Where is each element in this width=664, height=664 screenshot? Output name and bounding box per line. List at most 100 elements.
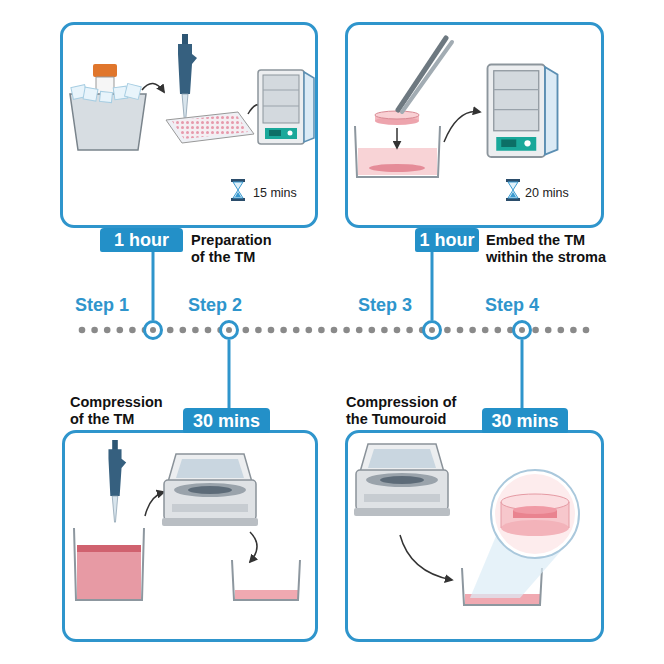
- step-heading: Compression of the Tumouroid: [346, 394, 464, 428]
- timeline-dot: [356, 327, 363, 334]
- timeline-dot: [406, 327, 413, 334]
- marker-dot: [226, 327, 232, 333]
- process-arrow-part: [145, 492, 164, 516]
- tweezers-and-bath: [355, 38, 452, 177]
- step-connector: [153, 252, 154, 320]
- connector-line: [152, 252, 155, 320]
- connector-line: [431, 252, 434, 320]
- timeline-dot: [331, 327, 338, 334]
- marker-dot: [429, 327, 435, 333]
- beaker: [74, 528, 144, 600]
- centrifuge-part: [354, 444, 450, 516]
- step-marker: Step 1: [143, 320, 163, 340]
- duration-text: 1 hour: [114, 230, 169, 250]
- timeline-dot: [570, 327, 577, 334]
- timeline-dot: [369, 327, 376, 334]
- step-heading: Compression of the TM: [70, 394, 170, 428]
- duration-text: 30 mins: [193, 411, 260, 431]
- marker-dot: [150, 327, 156, 333]
- beaker-part: [77, 545, 141, 552]
- timeline-dot: [129, 327, 136, 334]
- incubator-part: [488, 65, 558, 158]
- zoom-inset-part: [569, 502, 570, 528]
- tweezers-and-bath-part: [402, 42, 452, 112]
- timeline-dot: [268, 327, 275, 334]
- timeline-dot: [318, 327, 325, 334]
- zoom-inset-part: [491, 470, 579, 558]
- step-label: Step 4: [485, 295, 565, 315]
- well-plate: [166, 112, 254, 143]
- step-connector: [432, 252, 433, 320]
- timeline-dot: [91, 327, 98, 334]
- timeline-dot: [104, 327, 111, 334]
- timeline-dot: [469, 327, 476, 334]
- pipette-part: [178, 34, 197, 122]
- step-marker: Step 4: [512, 320, 532, 340]
- zoom-inset-part: [501, 502, 502, 528]
- tweezers-and-bath-part: [396, 128, 398, 148]
- centrifuge-part: [162, 454, 258, 526]
- timeline-dot: [394, 327, 401, 334]
- marker-dot: [519, 327, 525, 333]
- zoom-inset-part: [495, 474, 575, 554]
- duration-text: 30 mins: [491, 411, 558, 431]
- step-marker: Step 2: [219, 320, 239, 340]
- culture-dish-part: [232, 560, 300, 600]
- timeline-dot: [583, 327, 590, 334]
- timeline-dot: [243, 327, 250, 334]
- timeline-dot: [79, 327, 86, 334]
- timeline-dot: [205, 327, 212, 334]
- process-arrow-part: [444, 112, 480, 142]
- tweezers-and-bath-part: [358, 148, 437, 175]
- duration-tab: 1 hour: [100, 228, 183, 252]
- duration-label: 15 mins: [253, 186, 323, 201]
- step-heading: Preparation of the TM: [191, 232, 286, 266]
- timeline-dot: [545, 327, 552, 334]
- connector-line: [228, 340, 231, 408]
- step-label: Step 3: [358, 295, 438, 315]
- step-connector: [522, 340, 523, 408]
- ice-bucket-with-tube-part: [100, 91, 113, 102]
- process-arrow-part: [400, 535, 452, 580]
- zoom-inset: [470, 470, 579, 598]
- pipette-part: [108, 440, 126, 522]
- timeline-dot: [343, 327, 350, 334]
- step-heading: Embed the TM within the stroma: [486, 232, 616, 266]
- duration-tab: 30 mins: [482, 408, 568, 433]
- tweezers-and-bath-part: [369, 164, 425, 172]
- timeline-dot: [482, 327, 489, 334]
- step-label: Step 2: [188, 295, 268, 315]
- timeline-dot: [167, 327, 174, 334]
- timeline-dot: [495, 327, 502, 334]
- duration-text: 1 hour: [419, 230, 474, 250]
- ice-bucket-with-tube-part: [93, 64, 117, 77]
- duration-label: 20 mins: [525, 186, 595, 201]
- culture-dish-part: [235, 590, 298, 599]
- timeline-dot: [558, 327, 565, 334]
- hourglass-part: [506, 179, 520, 201]
- step-marker: Step 3: [422, 320, 442, 340]
- process-arrow-part: [142, 83, 164, 92]
- beaker-part: [77, 545, 141, 599]
- pipette: [108, 34, 197, 522]
- centrifuge: [162, 444, 450, 526]
- well-plate-part: [172, 114, 248, 139]
- timeline-dot: [255, 327, 262, 334]
- duration-tab: 1 hour: [415, 228, 479, 252]
- step-label: Step 1: [75, 295, 155, 315]
- zoom-inset-part: [501, 520, 569, 536]
- beaker-part: [74, 528, 144, 600]
- timeline-dot: [293, 327, 300, 334]
- ice-bucket-with-tube-part: [83, 87, 98, 101]
- process-arrow-part: [250, 532, 257, 562]
- timeline-dot: [180, 327, 187, 334]
- timeline-dot: [280, 327, 287, 334]
- well-plate-part: [166, 112, 254, 143]
- tweezers-and-bath-part: [355, 126, 440, 177]
- ice-bucket-with-tube-part: [125, 83, 142, 99]
- timeline-dot: [457, 327, 464, 334]
- hourglass: [231, 179, 520, 201]
